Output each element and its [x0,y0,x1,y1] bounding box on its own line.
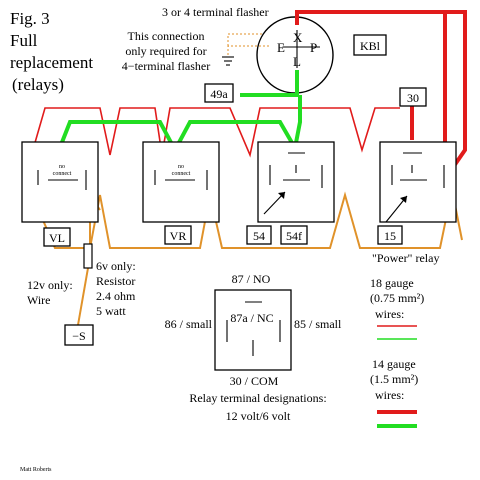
g18-line-2: (0.75 mm²) [370,291,424,305]
label-vl: VL [49,231,65,245]
label-54f: 54f [286,229,302,243]
relay-54-body [257,141,335,223]
label-vr: VR [170,229,187,243]
flasher-terminal-x: X [293,30,303,45]
label-15: 15 [384,229,396,243]
note-6v-line-2: Resistor [96,274,135,288]
label-30-box [399,87,427,107]
flasher-note-line-1: This connection [128,29,205,43]
flasher-terminal-p: P [310,40,317,55]
relay-vr: no connect [142,141,220,223]
g18-line-1: 18 gauge [370,276,414,290]
label-15-box [377,225,403,245]
note-6v-line-4: 5 watt [96,304,126,318]
note-12v-line-1: 12v only: [27,278,73,292]
kbl-box [353,34,387,56]
g14-line-3: wires: [375,388,404,402]
g18-line-3: wires: [375,307,404,321]
g14-line-2: (1.5 mm²) [370,372,418,386]
label-vr-box [164,225,192,245]
label-54-box [246,225,272,245]
label-49a-box [204,83,234,103]
ground-to-flasher-dashed [227,33,264,46]
legend-86: 86 / small [165,317,213,331]
wire-legend: 18 gauge (0.75 mm²) wires: 14 gauge (1.5… [370,276,424,428]
legend-87a: 87a / NC [230,311,273,325]
title-line-3: replacement [10,53,93,72]
flasher-terminal-e: E [277,40,285,55]
title-line-4: (relays) [12,75,64,94]
flasher-terminal-l: L [293,54,301,69]
relay-54-arrow-head [278,192,285,199]
minus-s-label: −S [72,329,85,343]
relay-power-body [379,141,457,223]
title-line-2: Full [10,31,38,50]
resistor-note-12v: 12v only: Wire [27,278,73,307]
label-vl-box [43,227,71,247]
flasher-note: This connection only required for 4−term… [122,29,210,73]
relay-vl: no connect [21,141,99,223]
legend-caption-2: 12 volt/6 volt [226,409,291,423]
flasher-note-line-2: only required for [125,44,206,58]
relay-54 [257,141,335,223]
relay-vl-no-connect-1: no [59,164,65,170]
author-credit: Matt Roberts [20,467,52,473]
wire-red-power-relay-upper [420,12,447,152]
flasher-unit: X E P L [256,16,334,94]
relay-power [379,141,457,223]
relay-power-arrow-head [400,196,407,203]
flasher-caption: 3 or 4 terminal flasher [162,5,269,19]
flasher-ground-connection [222,33,269,66]
legend-relay-body [214,289,292,371]
label-49a: 49a [210,87,228,101]
relay-vl-body [21,141,99,223]
label-54: 54 [253,229,265,243]
kbl-label: KBl [360,39,381,53]
title-line-1: Fig. 3 [10,9,50,28]
legend-relay: 87 / NO 86 / small 87a / NC 85 / small 3… [165,272,342,423]
relay-vr-body [142,141,220,223]
minus-s-box [64,324,94,346]
legend-87: 87 / NO [232,272,271,286]
relay-vr-no-connect-2: connect [172,171,191,177]
label-54f-box [280,225,308,245]
relay-vr-no-connect-1: no [178,164,184,170]
power-relay-label: "Power" relay [372,251,439,265]
note-6v-line-1: 6v only: [96,259,136,273]
wire-orange-resistor-to-minus-s [77,267,89,326]
note-12v-line-2: Wire [27,293,51,307]
wire-green-flasher-l-to-49a [240,70,299,97]
resistor-note-6v: 6v only: Resistor 2.4 ohm 5 watt [96,259,136,318]
relay-vl-no-connect-2: connect [53,171,72,177]
legend-30: 30 / COM [230,374,279,388]
wire-green-relay-chain [53,95,302,161]
note-6v-line-3: 2.4 ohm [96,289,136,303]
figure-title: Fig. 3 Full replacement (relays) [10,9,93,94]
label-30: 30 [407,91,419,105]
g14-line-1: 14 gauge [372,357,416,371]
resistor [83,243,93,269]
flasher-note-line-3: 4−terminal flasher [122,59,210,73]
legend-85: 85 / small [294,317,342,331]
legend-caption-1: Relay terminal designations: [189,391,326,405]
